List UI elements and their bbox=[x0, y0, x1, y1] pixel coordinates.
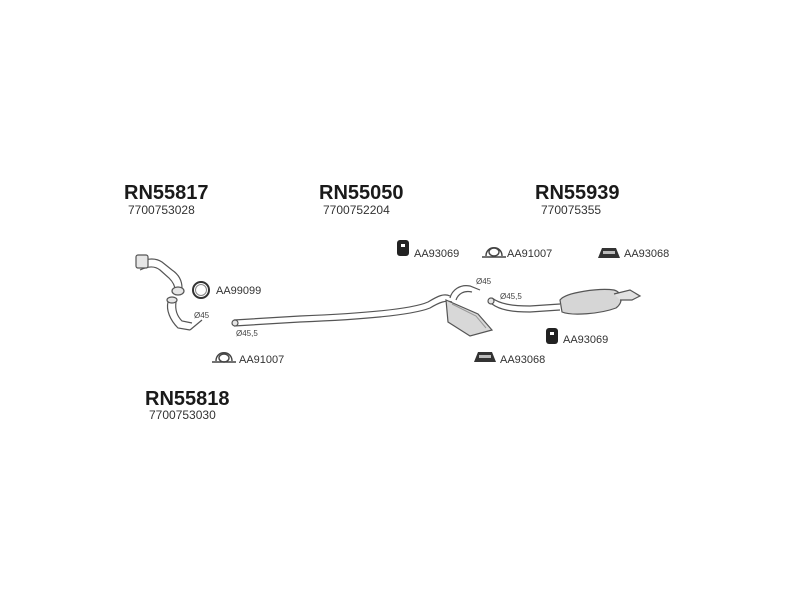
group-code-rn55050: RN55050 bbox=[319, 182, 404, 204]
hanger-aa93068-bottom bbox=[474, 352, 496, 362]
clamp-aa91007-top bbox=[482, 247, 506, 258]
group-code-rn55818: RN55818 bbox=[145, 388, 230, 410]
label-aa91007-top: AA91007 bbox=[507, 248, 553, 260]
label-aa93068-bottom: AA93068 bbox=[500, 354, 546, 366]
oem-number-rn55050: 7700752204 bbox=[323, 203, 390, 217]
group-code-rn55817: RN55817 bbox=[124, 182, 209, 204]
hanger-aa93069-mid bbox=[546, 328, 558, 344]
oem-number-rn55817: 7700753028 bbox=[128, 203, 195, 217]
label-aa91007-front: AA91007 bbox=[239, 354, 285, 366]
group-code-rn55939: RN55939 bbox=[535, 182, 620, 204]
dimension-rear-inlet: Ø45,5 bbox=[500, 292, 522, 301]
front-pipe-rn55818 bbox=[166, 296, 203, 331]
label-aa93069-top: AA93069 bbox=[414, 248, 460, 260]
clamp-aa91007-front bbox=[212, 352, 236, 363]
hanger-aa93069-top bbox=[397, 240, 409, 256]
label-aa93069-mid: AA93069 bbox=[563, 334, 609, 346]
label-aa99099: AA99099 bbox=[216, 285, 262, 297]
front-pipe-rn55817 bbox=[135, 254, 185, 296]
mid-silencer bbox=[445, 285, 494, 337]
hanger-aa93068-top-right bbox=[598, 248, 620, 258]
rear-silencer bbox=[559, 288, 642, 315]
clamp-ring-aa99099 bbox=[192, 281, 210, 299]
intermediate-pipe-rn55050 bbox=[231, 294, 453, 327]
dimension-mid-pipe-inlet: Ø45,5 bbox=[236, 329, 258, 338]
dimension-mid-outlet: Ø45 bbox=[476, 277, 492, 286]
rear-pipe-rn55939 bbox=[487, 297, 561, 313]
oem-number-rn55818: 7700753030 bbox=[149, 408, 216, 422]
label-aa93068-top-right: AA93068 bbox=[624, 248, 670, 260]
dimension-front-pipe: Ø45 bbox=[194, 311, 210, 320]
oem-number-rn55939: 770075355 bbox=[541, 203, 602, 217]
